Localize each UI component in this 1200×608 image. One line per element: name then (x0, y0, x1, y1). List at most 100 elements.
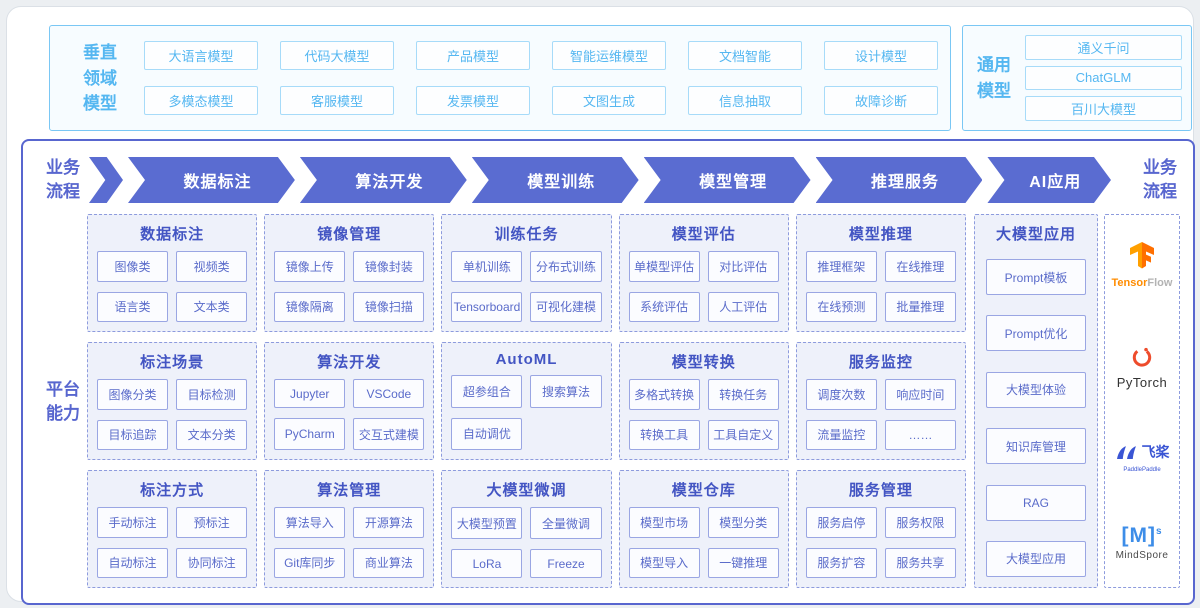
process-step-4: 模型管理 (644, 157, 811, 203)
vertical-model-grid: 大语言模型代码大模型产品模型智能运维模型文档智能设计模型多模态模型客服模型发票模… (144, 41, 938, 115)
llm-app-chip: 知识库管理 (986, 428, 1086, 465)
capability-chip: 推理框架 (805, 251, 877, 282)
capability-panel-title: 模型评估 (671, 226, 736, 243)
capability-panel-1: 数据标注图像类视频类语言类文本类 (87, 214, 258, 332)
process-step-1: 数据标注 (128, 157, 295, 203)
capability-chip: 自动调优 (451, 417, 523, 450)
capability-panel-2: 镜像管理镜像上传镜像封装镜像隔离镜像扫描 (264, 214, 435, 332)
general-model-chip: 通义千问 (1025, 35, 1182, 60)
capability-chip: 图像类 (97, 251, 169, 282)
capability-chip: 服务权限 (884, 507, 956, 538)
capability-chip: 文本类 (176, 291, 248, 322)
vertical-model-chip: 产品模型 (416, 41, 530, 70)
capability-chip: 可视化建模 (530, 291, 602, 322)
capability-chip: 一键推理 (707, 547, 779, 578)
capability-panel-10: 服务监控调度次数响应时间流量监控…… (795, 342, 966, 460)
vertical-model-chip: 多模态模型 (144, 86, 258, 115)
capability-chip: 在线推理 (884, 251, 956, 282)
capability-panel-15: 服务管理服务启停服务权限服务扩容服务共享 (795, 470, 966, 588)
vertical-model-chip: 发票模型 (416, 86, 530, 115)
capability-panel-title: 服务管理 (848, 482, 913, 499)
capability-chip: 转换工具 (628, 419, 700, 450)
capability-panel-14: 模型仓库模型市场模型分类模型导入一键推理 (618, 470, 789, 588)
capability-chip: 多格式转换 (628, 379, 700, 410)
capability-chip: 文本分类 (176, 419, 248, 450)
capability-chip-list: 图像类视频类语言类文本类 (97, 251, 248, 322)
tensorflow-icon (1129, 242, 1154, 269)
capability-chip-list: 超参组合搜索算法自动调优 (451, 375, 602, 450)
capability-chip: 交互式建模 (353, 418, 425, 450)
vertical-domain-models-section: 垂直 领域 模型 大语言模型代码大模型产品模型智能运维模型文档智能设计模型多模态… (49, 25, 951, 131)
capability-chip: 响应时间 (884, 379, 956, 410)
process-start-chevron-icon (89, 157, 123, 203)
page-card: 垂直 领域 模型 大语言模型代码大模型产品模型智能运维模型文档智能设计模型多模态… (6, 6, 1195, 605)
capability-panel-title: 标注场景 (140, 354, 205, 371)
capability-chip-list: 调度次数响应时间流量监控…… (805, 379, 956, 450)
capability-chip: 调度次数 (805, 379, 877, 410)
llm-application-title: 大模型应用 (995, 226, 1076, 243)
capability-chip: 模型导入 (628, 547, 700, 578)
capability-chip: 批量推理 (884, 291, 956, 322)
tensorflow-label: TensorFlow (1112, 277, 1173, 289)
capability-chip: Freeze (530, 549, 602, 578)
capability-chip: 大模型预置 (451, 507, 523, 539)
capability-panel-title: 模型推理 (848, 226, 913, 243)
platform-capability-label: 平台 能力 (46, 380, 80, 423)
tensorflow-label-flow: Flow (1147, 277, 1173, 289)
capability-chip: 商业算法 (353, 547, 425, 578)
capability-chip: 对比评估 (707, 251, 779, 282)
vertical-domain-models-label: 垂直 领域 模型 (83, 42, 117, 113)
capability-chip-list: 单模型评估对比评估系统评估人工评估 (628, 251, 779, 322)
process-step-5: 推理服务 (816, 157, 983, 203)
capability-chip: 预标注 (176, 507, 248, 538)
vertical-model-chip: 代码大模型 (280, 41, 394, 70)
capability-panel-title: 算法管理 (317, 482, 382, 499)
framework-pytorch: PyTorch (1117, 341, 1167, 390)
mindspore-logo-text: [M] (1121, 524, 1156, 547)
capability-chip-list: 图像分类目标检测目标追踪文本分类 (97, 379, 248, 450)
vertical-model-chip: 客服模型 (280, 86, 394, 115)
platform-capability-grid: 数据标注图像类视频类语言类文本类镜像管理镜像上传镜像封装镜像隔离镜像扫描训练任务… (87, 214, 966, 588)
tensorflow-label-tensor: Tensor (1111, 277, 1148, 289)
paddlepaddle-sublabel: PaddlePaddle (1123, 467, 1161, 473)
capability-panel-title: 模型转换 (671, 354, 736, 371)
capability-chip: 服务启停 (805, 507, 877, 538)
framework-paddlepaddle: 飞桨 PaddlePaddle (1115, 442, 1170, 473)
capability-chip: 单机训练 (451, 251, 523, 282)
capability-chip: VSCode (353, 379, 425, 408)
capability-panel-title: AutoML (495, 351, 558, 368)
process-step-2: 算法开发 (300, 157, 467, 203)
capability-panel-title: 数据标注 (140, 226, 205, 243)
capability-chip: 开源算法 (353, 507, 425, 538)
capability-chip: 模型分类 (707, 507, 779, 538)
capability-chip: 搜索算法 (530, 375, 602, 408)
capability-chip: 模型市场 (628, 507, 700, 538)
capability-chip: 目标检测 (176, 379, 248, 410)
capability-chip: 系统评估 (628, 291, 700, 322)
capability-chip: 镜像隔离 (274, 291, 346, 322)
capability-panel-title: 服务监控 (848, 354, 913, 371)
process-step-6: AI应用 (987, 157, 1111, 203)
capability-chip: 服务扩容 (805, 547, 877, 578)
capability-panel-title: 算法开发 (317, 354, 382, 371)
mindspore-logo-sup: s (1155, 526, 1163, 537)
framework-tensorflow: TensorFlow (1112, 241, 1173, 289)
capability-chip: 服务共享 (884, 547, 956, 578)
pytorch-label: PyTorch (1116, 375, 1168, 390)
capability-chip: Git库同步 (274, 547, 346, 578)
mindspore-label: MindSpore (1115, 550, 1169, 561)
capability-chip: 全量微调 (530, 507, 602, 539)
capability-panel-title: 模型仓库 (671, 482, 736, 499)
capability-chip: 视频类 (176, 251, 248, 282)
framework-mindspore: [M]s MindSpore (1116, 525, 1169, 561)
capability-panel-6: 标注场景图像分类目标检测目标追踪文本分类 (87, 342, 258, 460)
llm-app-chip: Prompt优化 (986, 315, 1086, 352)
